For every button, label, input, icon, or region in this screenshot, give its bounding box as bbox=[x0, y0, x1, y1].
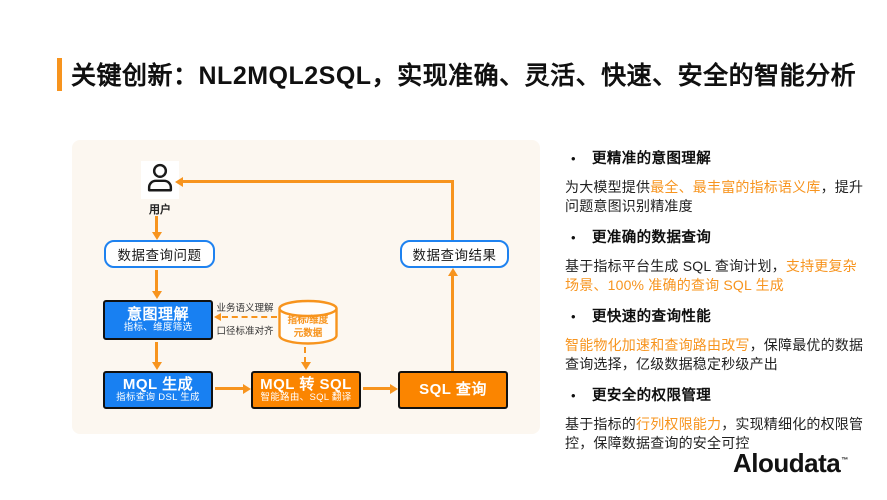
benefit-body: 基于指标的行列权限能力，实现精细化的权限管控，保障数据查询的安全可控 bbox=[565, 415, 865, 453]
aloudata-logo: Aloudata™ bbox=[733, 448, 848, 479]
dashed-arrow-db-to-mql2sql bbox=[304, 347, 306, 363]
arrowhead-mql-to-mql2sql bbox=[243, 383, 251, 394]
arrow-user-to-question bbox=[155, 216, 158, 233]
arrow-sql-to-result bbox=[451, 276, 454, 371]
arrowhead-sql-to-result bbox=[447, 268, 458, 276]
user-label: 用户 bbox=[149, 204, 171, 216]
mql-box-subtitle: 指标查询 DSL 生成 bbox=[116, 392, 200, 404]
arrow-result-to-user-vline bbox=[451, 180, 454, 240]
metadata-db-label1: 指标/维度 bbox=[287, 315, 329, 326]
benefit-title-text: 更准确的数据查询 bbox=[591, 230, 712, 246]
semantic-note-line1: 业务语义理解 bbox=[216, 303, 274, 314]
sql-box-title: SQL 查询 bbox=[419, 381, 487, 399]
result-box-label: 数据查询结果 bbox=[412, 248, 497, 263]
arrowhead-mql2sql-to-sql bbox=[390, 383, 398, 394]
benefit-title: • 更安全的权限管理 bbox=[571, 384, 865, 405]
body-text: 为大模型提供 bbox=[565, 179, 651, 195]
body-highlight-text: 支持更复杂场景、100% 准确的查询 SQL 生成 bbox=[565, 258, 857, 293]
arrowhead-question-to-intent bbox=[151, 291, 162, 299]
user-node bbox=[141, 161, 179, 199]
body-text: ，实现精细化的权限管控，保障数据查询的安全可控 bbox=[565, 416, 864, 451]
bullet-icon: • bbox=[571, 230, 576, 245]
metadata-db-label2: 元数据 bbox=[293, 328, 323, 339]
benefit-section-query: • 更准确的数据查询 基于指标平台生成 SQL 查询计划，支持更复杂场景、100… bbox=[565, 226, 865, 295]
body-text: ，保障最优的数据查询选择，亿级数据稳定秒级产出 bbox=[565, 337, 864, 372]
body-text: 基于指标的 bbox=[565, 416, 636, 432]
benefit-title: • 更精准的意图理解 bbox=[571, 147, 865, 168]
arrowhead-db-to-intent bbox=[214, 312, 221, 321]
page-title: 关键创新：NL2MQL2SQL，实现准确、灵活、快速、安全的智能分析 bbox=[71, 62, 857, 90]
user-icon bbox=[143, 161, 177, 200]
question-box-label: 数据查询问题 bbox=[117, 248, 202, 263]
result-box: 数据查询结果 bbox=[400, 240, 509, 268]
dashed-arrow-db-to-intent bbox=[222, 316, 277, 318]
mql-box-title: MQL 生成 bbox=[122, 375, 194, 393]
intent-box-title: 意图理解 bbox=[126, 305, 189, 323]
arrowhead-user-to-question bbox=[151, 232, 162, 240]
arrowhead-into-user bbox=[175, 176, 183, 187]
benefit-title: • 更准确的数据查询 bbox=[571, 226, 865, 247]
semantic-note-line2: 口径标准对齐 bbox=[216, 326, 274, 337]
benefit-section-security: • 更安全的权限管理 基于指标的行列权限能力，实现精细化的权限管控，保障数据查询… bbox=[565, 384, 865, 453]
bullet-icon: • bbox=[571, 388, 576, 403]
benefit-section-intent: • 更精准的意图理解 为大模型提供最全、最丰富的指标语义库，提升问题意图识别精准… bbox=[565, 147, 865, 216]
body-text: 基于指标平台生成 SQL 查询计划， bbox=[565, 258, 786, 274]
benefit-title-text: 更快速的查询性能 bbox=[591, 309, 712, 325]
benefit-body: 为大模型提供最全、最丰富的指标语义库，提升问题意图识别精准度 bbox=[565, 178, 865, 216]
intent-box: 意图理解 指标、维度筛选 bbox=[103, 300, 213, 340]
benefit-title-text: 更安全的权限管理 bbox=[591, 388, 712, 404]
logo-text: Aloudata bbox=[733, 448, 841, 478]
arrowhead-db-to-mql2sql bbox=[300, 362, 311, 370]
mql2sql-box-subtitle: 智能路由、SQL 翻译 bbox=[260, 392, 352, 404]
flow-diagram-panel: 用户 数据查询问题 意图理解 指标、维度筛选 业务语义理解 口径标准对齐 bbox=[72, 140, 540, 434]
question-box: 数据查询问题 bbox=[104, 240, 215, 268]
trademark-symbol: ™ bbox=[841, 457, 848, 465]
body-highlight-text: 最全、最丰富的指标语义库 bbox=[650, 179, 821, 195]
arrow-result-to-user-hline bbox=[182, 180, 454, 183]
body-highlight-text: 行列权限能力 bbox=[636, 416, 722, 432]
arrow-mql2sql-to-sql bbox=[363, 387, 391, 390]
bullet-icon: • bbox=[571, 151, 576, 166]
benefits-column: • 更精准的意图理解 为大模型提供最全、最丰富的指标语义库，提升问题意图识别精准… bbox=[565, 141, 865, 463]
arrow-mql-to-mql2sql bbox=[215, 387, 244, 390]
benefit-title: • 更快速的查询性能 bbox=[571, 305, 865, 326]
body-highlight-text: 智能物化加速和查询路由改写 bbox=[565, 337, 750, 353]
mql-box: MQL 生成 指标查询 DSL 生成 bbox=[103, 371, 213, 409]
bullet-icon: • bbox=[571, 309, 576, 324]
benefit-title-text: 更精准的意图理解 bbox=[591, 151, 712, 167]
title-accent-bar bbox=[57, 58, 62, 91]
arrow-intent-to-mql bbox=[155, 342, 158, 362]
benefit-body: 智能物化加速和查询路由改写，保障最优的数据查询选择，亿级数据稳定秒级产出 bbox=[565, 336, 865, 374]
intent-box-subtitle: 指标、维度筛选 bbox=[123, 322, 193, 334]
mql2sql-box-title: MQL 转 SQL bbox=[260, 375, 352, 393]
mql2sql-box: MQL 转 SQL 智能路由、SQL 翻译 bbox=[251, 371, 361, 409]
arrow-question-to-intent bbox=[155, 270, 158, 291]
sql-box: SQL 查询 bbox=[398, 371, 508, 409]
metadata-db-node: 指标/维度 元数据 bbox=[277, 299, 339, 346]
body-text: ，提升问题意图识别精准度 bbox=[565, 179, 864, 214]
benefit-section-performance: • 更快速的查询性能 智能物化加速和查询路由改写，保障最优的数据查询选择，亿级数… bbox=[565, 305, 865, 374]
arrowhead-intent-to-mql bbox=[151, 362, 162, 370]
benefit-body: 基于指标平台生成 SQL 查询计划，支持更复杂场景、100% 准确的查询 SQL… bbox=[565, 257, 865, 295]
